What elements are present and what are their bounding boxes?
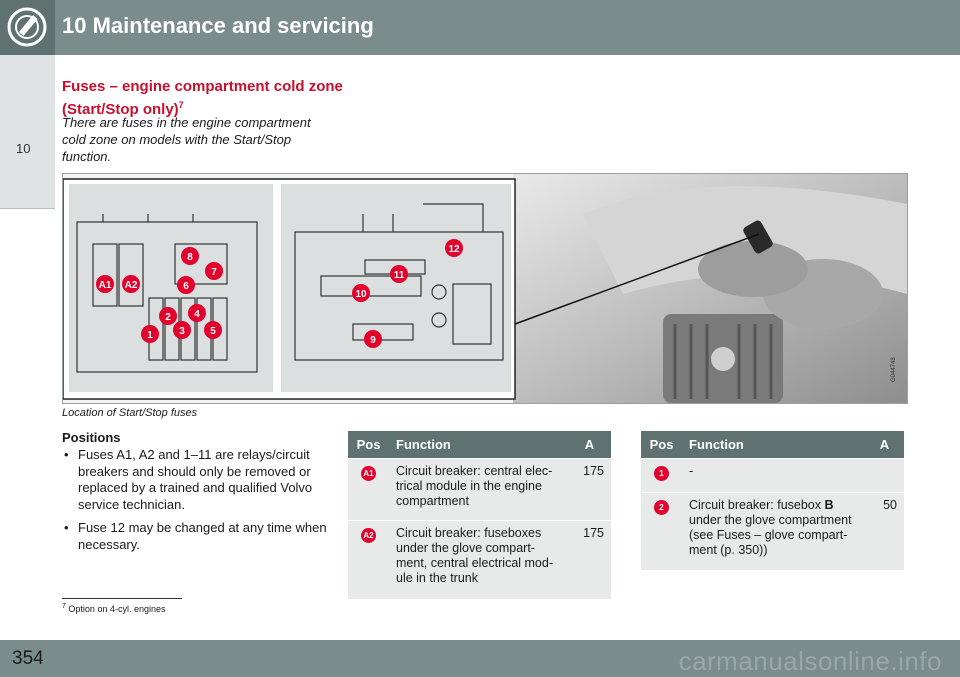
chapter-title: 10 Maintenance and servicing bbox=[62, 13, 374, 38]
chapter-tab-number: 10 bbox=[16, 141, 31, 156]
positions-bullet: Fuse 12 may be changed at any time when … bbox=[62, 520, 332, 553]
table-header-row: Pos Function A bbox=[641, 431, 904, 459]
svg-text:A2: A2 bbox=[125, 280, 138, 291]
pos-badge: A1 bbox=[361, 466, 376, 481]
chapter-header bbox=[0, 0, 960, 55]
col-header-function: Function bbox=[389, 431, 568, 459]
fuse-location-figure: A1 A2 1 2 3 4 5 6 7 8 9 10 11 12 G044748 bbox=[62, 173, 908, 404]
fuse-illustration: A1 A2 1 2 3 4 5 6 7 8 9 10 11 12 G044748 bbox=[62, 174, 907, 403]
amp-cell: 50 bbox=[865, 492, 904, 570]
fuse-badge-12: 12 bbox=[445, 239, 463, 257]
table-row: A2 Circuit breaker: fuseboxes under the … bbox=[348, 520, 611, 599]
pos-badge: 1 bbox=[654, 466, 669, 481]
fuse-table-right: Pos Function A 1 - 2 Circuit breaker: fu… bbox=[641, 431, 904, 570]
watermark: carmanualsonline.info bbox=[678, 646, 942, 676]
amp-cell bbox=[865, 458, 904, 493]
image-code: G044748 bbox=[891, 357, 897, 382]
fuse-badge-6: 6 bbox=[177, 276, 195, 294]
fuse-badge-4: 4 bbox=[188, 304, 206, 322]
pointer-line bbox=[514, 233, 760, 325]
fuse-table-left: Pos Function A A1 Circuit breaker: centr… bbox=[348, 431, 611, 599]
svg-text:6: 6 bbox=[183, 281, 189, 292]
function-cell: - bbox=[682, 458, 865, 493]
positions-bullet: Fuses A1, A2 and 1–11 are relays/circuit… bbox=[62, 447, 332, 513]
section-intro: There are fuses in the engine compartmen… bbox=[62, 115, 311, 164]
amp-cell: 175 bbox=[568, 520, 611, 599]
positions-heading: Positions bbox=[62, 430, 121, 445]
pos-badge: A2 bbox=[361, 528, 376, 543]
footnote-divider bbox=[62, 598, 182, 599]
fuse-badge-A1: A1 bbox=[96, 275, 114, 293]
section-title: Fuses – engine compartment cold zone (St… bbox=[62, 77, 362, 119]
volvo-emblem bbox=[711, 347, 735, 371]
fuse-badge-2: 2 bbox=[159, 307, 177, 325]
function-cell: Circuit breaker: central elec-trical mod… bbox=[389, 458, 568, 521]
fuse-badge-10: 10 bbox=[352, 284, 370, 302]
fuse-badge-11: 11 bbox=[390, 265, 408, 283]
page-footer bbox=[0, 640, 960, 677]
fuse-badge-1: 1 bbox=[141, 325, 159, 343]
fuse-badge-8: 8 bbox=[181, 247, 199, 265]
fuse-badge-7: 7 bbox=[205, 262, 223, 280]
fuse-badge-A2: A2 bbox=[122, 275, 140, 293]
wrench-gear-icon bbox=[7, 7, 47, 47]
chapter-icon-box bbox=[0, 0, 55, 55]
svg-text:1: 1 bbox=[147, 330, 153, 341]
table-row: 1 - bbox=[641, 458, 904, 493]
svg-text:2: 2 bbox=[165, 312, 171, 323]
fusebox-in-photo bbox=[743, 220, 773, 254]
fuse-badge-3: 3 bbox=[173, 321, 191, 339]
svg-text:4: 4 bbox=[194, 309, 200, 320]
glove-fuses-link[interactable]: under the glove compartment (see Fuses –… bbox=[689, 513, 852, 557]
svg-text:8: 8 bbox=[187, 252, 193, 263]
svg-text:10: 10 bbox=[355, 289, 367, 300]
function-cell: Circuit breaker: fusebox B under the glo… bbox=[682, 492, 865, 570]
pos-badge: 2 bbox=[654, 500, 669, 515]
section-title-text: Fuses – engine compartment cold zone (St… bbox=[62, 78, 343, 118]
side-margin bbox=[0, 209, 55, 640]
col-header-pos: Pos bbox=[641, 431, 682, 459]
svg-text:3: 3 bbox=[179, 326, 185, 337]
fuse-badge-5: 5 bbox=[204, 321, 222, 339]
svg-text:5: 5 bbox=[210, 326, 216, 337]
table-header-row: Pos Function A bbox=[348, 431, 611, 459]
col-header-pos: Pos bbox=[348, 431, 389, 459]
relaybox-panel bbox=[281, 184, 511, 392]
footnote-number: 7 bbox=[62, 603, 66, 610]
function-cell: Circuit breaker: fuseboxes under the glo… bbox=[389, 520, 568, 599]
positions-list: Fuses A1, A2 and 1–11 are relays/circuit… bbox=[62, 447, 332, 560]
svg-text:7: 7 bbox=[211, 267, 217, 278]
svg-text:11: 11 bbox=[394, 270, 405, 281]
svg-text:12: 12 bbox=[448, 244, 460, 255]
col-header-amp: A bbox=[568, 431, 611, 459]
svg-text:A1: A1 bbox=[99, 280, 112, 291]
col-header-function: Function bbox=[682, 431, 865, 459]
figure-caption: Location of Start/Stop fuses bbox=[62, 407, 198, 419]
page-number: 354 bbox=[12, 648, 44, 669]
svg-text:9: 9 bbox=[370, 335, 376, 346]
chapter-side-tab[interactable]: 10 bbox=[0, 55, 55, 209]
table-row: A1 Circuit breaker: central elec-trical … bbox=[348, 458, 611, 521]
amp-cell: 175 bbox=[568, 458, 611, 521]
footnote-ref[interactable]: 7 bbox=[178, 100, 184, 110]
fuse-badge-9: 9 bbox=[364, 330, 382, 348]
footnote-text: Option on 4-cyl. engines bbox=[68, 604, 166, 614]
footnote: 7 Option on 4-cyl. engines bbox=[62, 603, 165, 614]
table-row: 2 Circuit breaker: fusebox B under the g… bbox=[641, 492, 904, 570]
col-header-amp: A bbox=[865, 431, 904, 459]
